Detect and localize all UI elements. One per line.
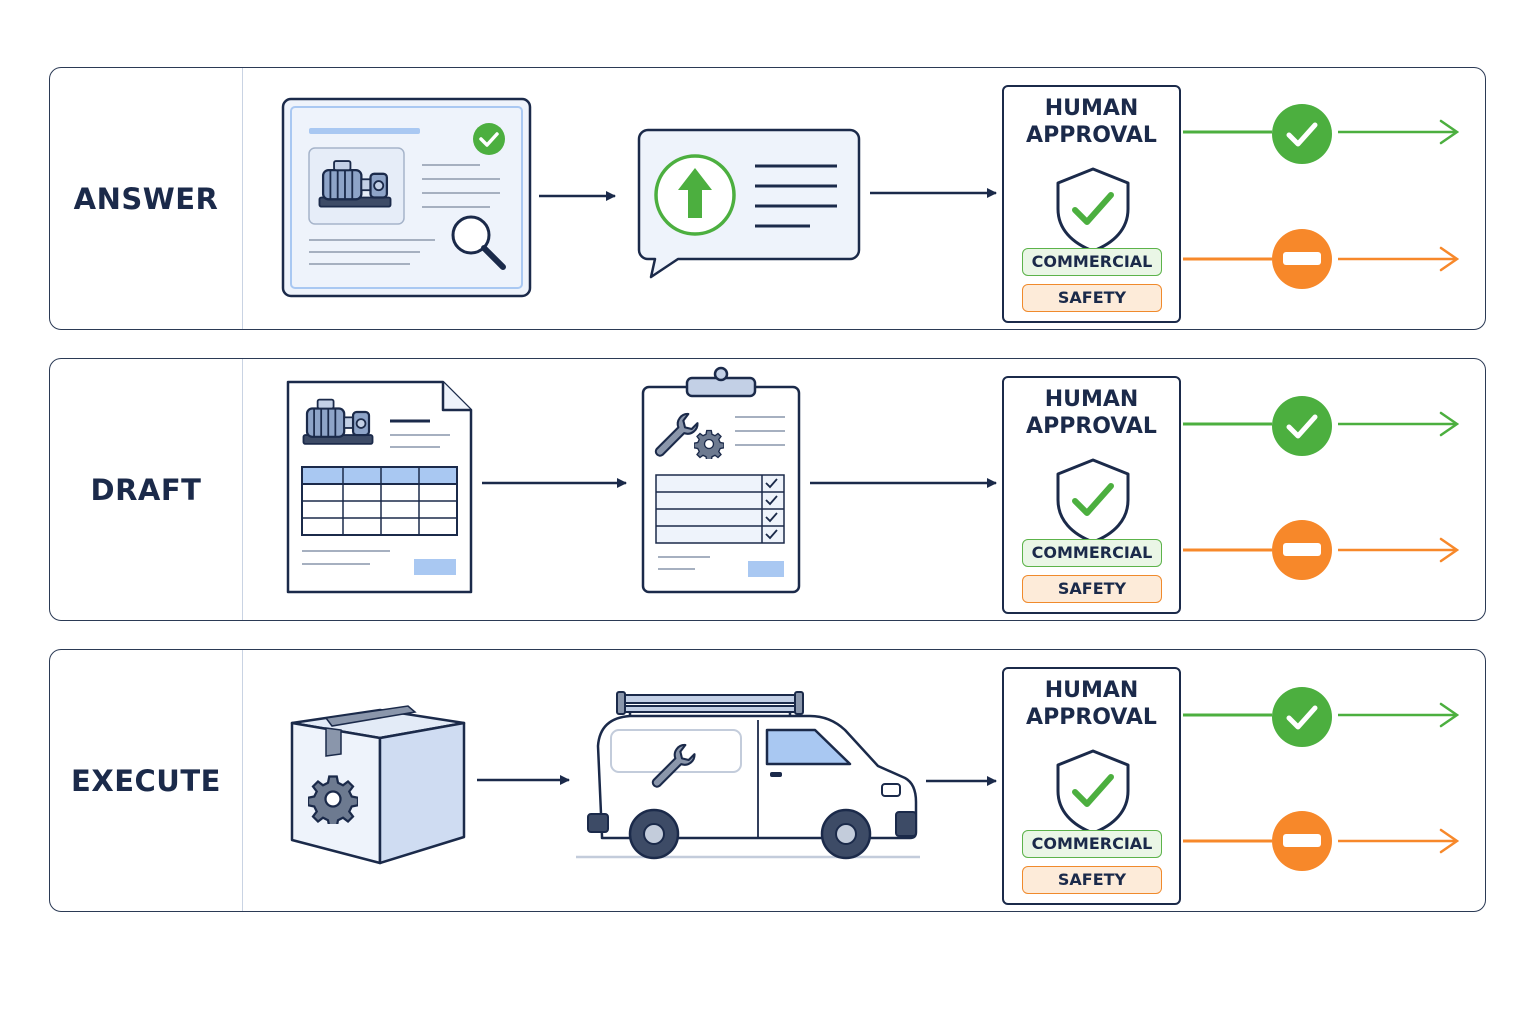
tag-commercial: COMMERCIAL — [1022, 830, 1162, 858]
reject-minus-icon — [1272, 229, 1332, 289]
tag-commercial: COMMERCIAL — [1022, 539, 1162, 567]
row-label-draft: DRAFT — [90, 472, 202, 507]
service-checklist-clipboard-icon — [641, 366, 801, 594]
approval-title-line2: APPROVAL — [1026, 123, 1157, 148]
row-label-cell: ANSWER — [50, 68, 243, 329]
parts-box-gear-icon — [290, 705, 466, 865]
approval-title: HUMAN APPROVAL — [1004, 386, 1179, 440]
equipment-search-document-icon — [281, 97, 532, 298]
row-answer: ANSWER — [49, 67, 1486, 330]
execute-flow — [290, 687, 1487, 871]
row-draft: DRAFT — [49, 358, 1486, 621]
reject-minus-icon — [1272, 520, 1332, 580]
row-label-answer: ANSWER — [73, 181, 219, 216]
tag-safety: SAFETY — [1022, 284, 1162, 312]
approve-check-icon — [1272, 104, 1332, 164]
service-van-icon — [576, 691, 920, 860]
row-label-execute: EXECUTE — [71, 763, 221, 798]
human-approval-panel: HUMAN APPROVAL COMMERCIAL SAFETY — [1002, 376, 1181, 614]
shield-check-icon — [1056, 749, 1130, 835]
tag-commercial: COMMERCIAL — [1022, 248, 1162, 276]
upload-message-bubble-icon — [637, 128, 861, 279]
approval-title: HUMAN APPROVAL — [1004, 95, 1179, 149]
shield-check-icon — [1056, 458, 1130, 544]
reject-minus-icon — [1272, 811, 1332, 871]
approval-title-line2: APPROVAL — [1026, 705, 1157, 730]
row-label-cell: DRAFT — [50, 359, 243, 620]
draft-flow — [286, 366, 1487, 594]
approval-title: HUMAN APPROVAL — [1004, 677, 1179, 731]
approve-check-icon — [1272, 396, 1332, 456]
approval-title-line1: HUMAN — [1044, 387, 1139, 412]
equipment-spec-document-icon — [286, 380, 473, 594]
shield-check-icon — [1056, 167, 1130, 253]
answer-flow — [281, 97, 1487, 298]
human-approval-panel: HUMAN APPROVAL COMMERCIAL SAFETY — [1002, 85, 1181, 323]
approve-check-icon — [1272, 687, 1332, 747]
approval-title-line1: HUMAN — [1044, 96, 1139, 121]
tag-safety: SAFETY — [1022, 575, 1162, 603]
approval-title-line1: HUMAN — [1044, 678, 1139, 703]
tag-safety: SAFETY — [1022, 866, 1162, 894]
approval-title-line2: APPROVAL — [1026, 414, 1157, 439]
row-label-cell: EXECUTE — [50, 650, 243, 911]
human-approval-panel: HUMAN APPROVAL COMMERCIAL SAFETY — [1002, 667, 1181, 905]
row-execute: EXECUTE — [49, 649, 1486, 912]
